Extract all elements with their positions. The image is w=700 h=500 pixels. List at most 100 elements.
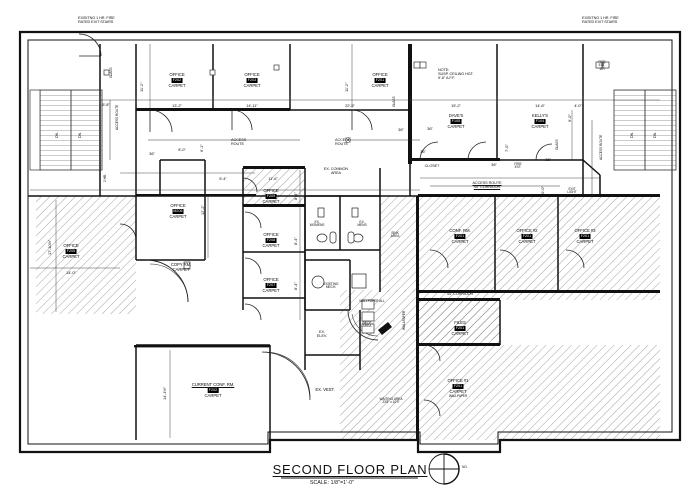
plumbing-fixtures bbox=[311, 207, 367, 289]
room-name: KELLY'S bbox=[531, 113, 549, 118]
column-markers bbox=[103, 61, 610, 270]
room-code: F201 bbox=[452, 384, 464, 389]
room-name: OFFICE bbox=[263, 188, 279, 193]
vlabel-wallpaper-vert: WALLPAPER bbox=[402, 310, 406, 330]
dim-dim-7-v: 7'-0" bbox=[504, 144, 509, 152]
room-name: OFFICE bbox=[170, 203, 186, 208]
dim-dim-9-0-v: 9'-0" bbox=[567, 114, 572, 122]
label-ex-common: EX. COMMON AREA bbox=[323, 167, 349, 175]
dim-dim-36-b: 36" bbox=[398, 127, 404, 132]
room-finish: CARPET bbox=[262, 242, 280, 248]
dim-dim-36-e: 36" bbox=[491, 162, 497, 167]
room-name: OFFICE bbox=[372, 72, 388, 77]
room-name: OFFICE #3 bbox=[574, 228, 596, 233]
dim-dim-6-1-v: 6'-1" bbox=[199, 144, 204, 152]
dim-dim-11-2-v: 11'-2" bbox=[139, 82, 144, 92]
room-finish-secondary: WALLPAPER bbox=[448, 394, 468, 399]
room-finish: CARPET bbox=[262, 198, 280, 204]
exterior-walls bbox=[18, 30, 682, 454]
room-code: F202 bbox=[207, 388, 219, 393]
room-code: F201 bbox=[374, 78, 386, 83]
room-finish: CARPET bbox=[449, 388, 467, 394]
room-name: CONF. RM. bbox=[449, 228, 471, 233]
label-ex-vest: EX. VEST. bbox=[315, 387, 335, 392]
vlabel-transom-window-vert: TRANSOM WINDOW ABOVE bbox=[408, 102, 412, 145]
dim-dim-36-c: 36" bbox=[427, 126, 433, 131]
dim-dim-4-0: 4'-0" bbox=[574, 103, 582, 108]
room-code: F104 bbox=[534, 119, 546, 124]
room-finish: CARPET bbox=[169, 213, 187, 219]
access-access-route-corridor: ACCESS ROUTE 44" CORRIDOR bbox=[472, 181, 502, 189]
room-finish: CARPET bbox=[451, 330, 469, 336]
room-code: F208 bbox=[265, 238, 277, 243]
room-name: OFFICE bbox=[63, 243, 79, 248]
note-stairs-left: EXISITNG 1 HR. FIRE RATED EXIT STAIRS bbox=[78, 16, 115, 24]
room-finish: CARPET bbox=[168, 82, 186, 88]
label-sink: SINK AREA bbox=[390, 231, 400, 239]
room-finish: CARPET bbox=[62, 253, 80, 259]
dim-dim-11-2-v2: 11'-2" bbox=[344, 82, 349, 92]
dim-dim-36-f: 36" bbox=[545, 157, 551, 162]
dim-dim-14-6: 14'-6" bbox=[535, 103, 545, 108]
dim-dim-22-5: 22'-5" bbox=[345, 103, 355, 108]
room-code: F207 bbox=[265, 283, 277, 288]
vlabel-dn-left-1: DN. bbox=[55, 131, 59, 138]
label-ex-womens: EX. WOMENS bbox=[309, 220, 325, 228]
label-fire-ext-top: FIRE EXT. ØH bbox=[598, 60, 606, 71]
dim-dim-14-0: 14'-0" bbox=[66, 270, 76, 275]
page-title: SECOND FLOOR PLAN bbox=[272, 462, 428, 477]
dim-dim-11-6: 11'-6" bbox=[268, 176, 278, 181]
access-route-arrows bbox=[109, 100, 593, 196]
room-code: F209 bbox=[265, 194, 277, 199]
access-corridor-44-lower: 44" CORRIDOR bbox=[446, 292, 474, 296]
dim-dim-8-4-v1: 8'-4" bbox=[293, 192, 298, 200]
room-name: OFFICE bbox=[169, 72, 185, 77]
room-name: OFFICE bbox=[244, 72, 260, 77]
room-code: M206 bbox=[172, 209, 184, 214]
dim-dim-5-8: 5'-8" bbox=[102, 102, 110, 107]
room-name: DAVE'S bbox=[448, 113, 464, 118]
vlabel-glass-3: GLASS bbox=[109, 67, 113, 78]
dim-dim-14-1-v: 14'-1½" bbox=[162, 387, 167, 400]
dim-dim-10-v: 10'-0" bbox=[540, 186, 545, 196]
north-arrow-icon bbox=[428, 453, 460, 485]
room-name: CURRENT CONF. RM. bbox=[191, 382, 235, 387]
dim-dim-8-4-v3: 8'-4" bbox=[293, 282, 298, 290]
label-ex-mens: EX. MENS bbox=[357, 220, 367, 228]
room-name: OFFICE bbox=[263, 277, 279, 282]
room-code: F201 bbox=[454, 234, 466, 239]
dim-dim-8-0: 8'-0" bbox=[178, 147, 186, 152]
room-code: F105 bbox=[450, 119, 462, 124]
room-code: F201 bbox=[454, 326, 466, 331]
dimension-lines bbox=[30, 44, 660, 438]
vlabel-glass-2: GLASS bbox=[555, 139, 559, 150]
vlabel-ref-2h: 2 HR. bbox=[103, 173, 107, 182]
reception-desk bbox=[347, 299, 392, 341]
room-name: FILES bbox=[454, 320, 466, 325]
room-name: OFFICE bbox=[263, 232, 279, 237]
vlabel-access-route-right-vert: ACCESS ROUTE bbox=[599, 134, 603, 160]
dim-dim-36-a: 36" bbox=[149, 151, 155, 156]
dim-dim-36-d: 36" bbox=[420, 149, 426, 154]
vlabel-dn-right-2: DN. bbox=[653, 131, 657, 138]
room-code: F201 bbox=[579, 234, 591, 239]
room-finish: CARPET bbox=[243, 82, 261, 88]
room-code: F205 bbox=[65, 249, 77, 254]
scale-note: SCALE: 1/8"=1'-0" bbox=[309, 480, 355, 486]
label-waiting-area: WAITING AREA 23'8" x 10'4" bbox=[379, 397, 403, 405]
room-name: OFFICE #1 bbox=[447, 378, 469, 383]
